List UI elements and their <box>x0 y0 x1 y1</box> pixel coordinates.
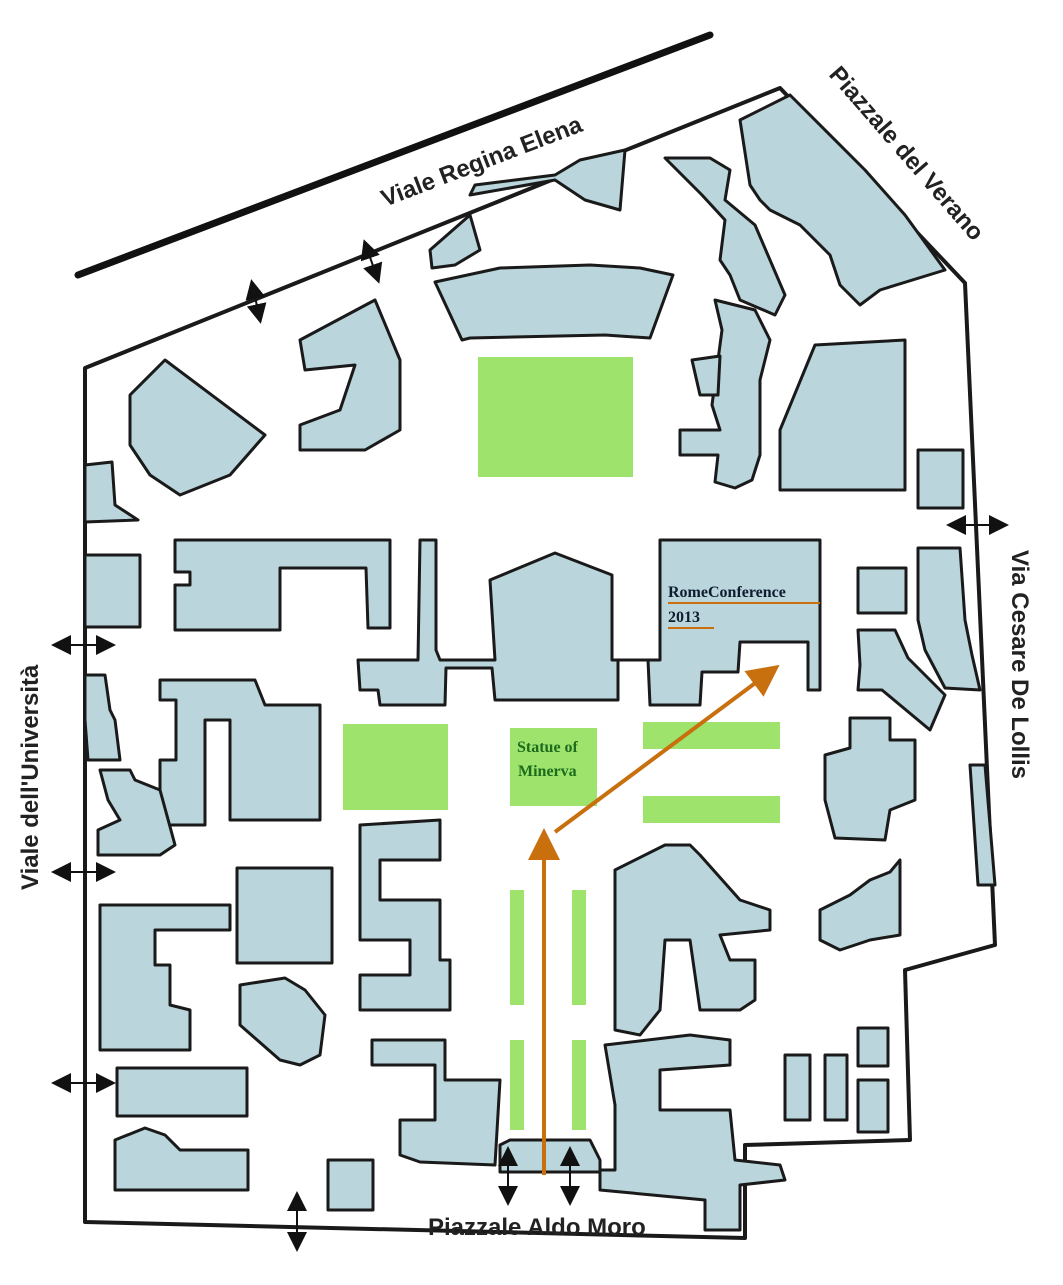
statue-label-line-2: Minerva <box>518 763 577 780</box>
street-label-viale-universita: Viale dell'Università <box>17 664 44 890</box>
building <box>356 538 822 707</box>
street-label-piazzale-aldo-moro: Piazzale Aldo Moro <box>428 1214 646 1241</box>
building <box>856 1026 890 1068</box>
lawn-east-2 <box>643 796 780 823</box>
building <box>856 1078 890 1134</box>
lawns <box>343 357 780 1130</box>
building <box>598 1033 787 1232</box>
building <box>98 903 232 1052</box>
buildings <box>83 93 997 1232</box>
lawn-west <box>343 724 448 810</box>
building <box>358 818 452 1012</box>
building <box>238 976 327 1067</box>
building <box>83 673 122 762</box>
building <box>158 678 322 827</box>
building <box>916 448 965 510</box>
building <box>173 538 392 632</box>
conference-label-line-1: RomeConference <box>668 584 786 601</box>
building <box>663 156 787 317</box>
building <box>738 93 947 307</box>
building <box>128 358 267 497</box>
building <box>916 546 982 692</box>
lawn-north <box>478 357 633 477</box>
building <box>113 1126 250 1192</box>
building <box>83 553 142 629</box>
statue-label-line-1: Statue of <box>517 739 579 756</box>
viale-regina-elena-road <box>74 31 714 279</box>
lawn-strip-4 <box>572 1040 586 1130</box>
building <box>468 148 627 212</box>
building <box>115 1066 249 1118</box>
building <box>613 843 772 1037</box>
lawn-strip-2 <box>572 890 586 1005</box>
building <box>83 460 140 524</box>
building <box>235 866 334 965</box>
street-label-via-cesare-de-lollis: Via Cesare De Lollis <box>1006 550 1033 779</box>
building <box>818 858 902 952</box>
building <box>326 1158 375 1212</box>
building <box>690 354 722 397</box>
lawn-strip-1 <box>510 890 524 1005</box>
lawn-east-1 <box>643 722 780 749</box>
building <box>856 628 947 732</box>
street-label-viale-regina-elena: Viale Regina Elena <box>377 111 586 213</box>
lawn-statue <box>510 728 597 806</box>
building <box>298 298 402 452</box>
building <box>823 1053 849 1122</box>
building <box>856 566 908 615</box>
building <box>96 768 177 857</box>
building <box>968 763 997 887</box>
conference-label-line-2: 2013 <box>668 609 700 626</box>
entrance-arrow <box>245 279 267 324</box>
building <box>678 298 772 490</box>
building <box>428 213 482 270</box>
building <box>498 1138 602 1174</box>
entrance-arrows <box>51 239 1009 1252</box>
entrance-arrow <box>360 239 383 284</box>
route-segment-northeast <box>553 664 780 834</box>
building <box>783 1053 812 1122</box>
building <box>370 1038 502 1167</box>
building <box>823 716 917 842</box>
route-to-conference <box>528 664 780 1175</box>
building <box>433 263 675 342</box>
building <box>778 338 907 492</box>
lawn-strip-3 <box>510 1040 524 1130</box>
